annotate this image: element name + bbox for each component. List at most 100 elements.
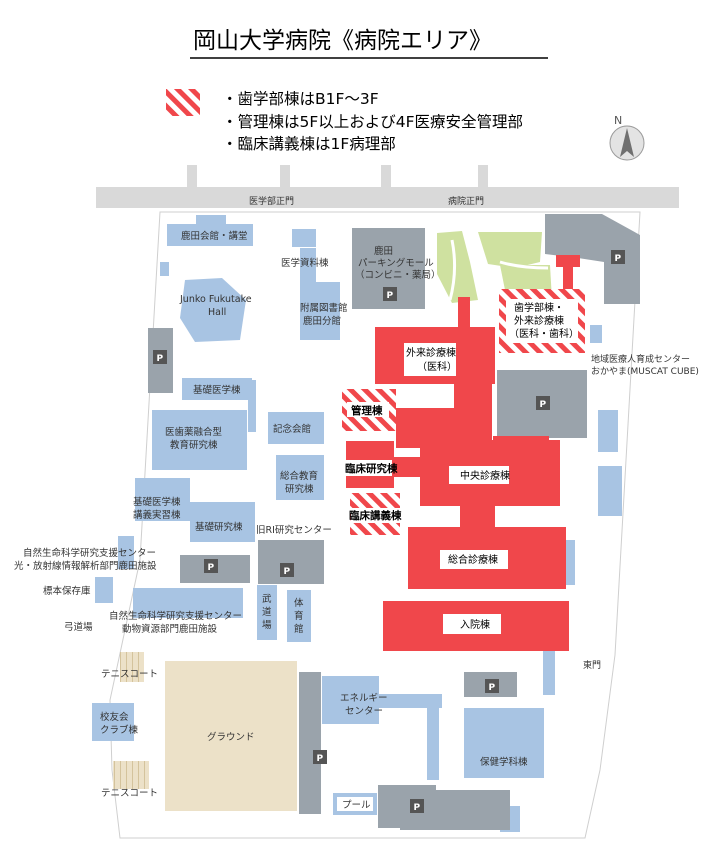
area-tennis-1 [120,652,144,682]
svg-text:P: P [284,567,291,577]
label-fusion-1: 医歯薬融合型 [165,426,223,438]
label-gym-3: 館 [294,623,304,635]
label-general-clinic: 総合診療棟 [448,553,498,566]
bldg-fusion [152,410,247,470]
compass-label: N [614,114,622,127]
bldg-med-archive [292,229,316,247]
bldg-alumni [92,703,134,741]
road-stub-4 [478,165,488,187]
label-inpatient: 入院棟 [460,618,490,631]
label-outpatient-2: （医科） [417,360,457,373]
bldg-basic-lecture [135,478,190,521]
bldg-old-ri [258,540,324,584]
label-tennis-2: テニスコート [101,788,158,799]
label-alumni-1: 校友会 [100,711,129,723]
label-library-1: 附属図書館 [300,302,348,314]
road-stub-3 [381,165,391,187]
area-ground [165,661,297,811]
label-basic-lecture-2: 講義実習棟 [133,509,181,521]
label-muscat-1: 地域医療人育成センター [591,353,690,365]
label-muscat-2: おかやま(MUSCAT CUBE) [591,366,699,377]
svg-text:P: P [208,563,215,573]
label-parking-mall-3: （コンビニ・薬局） [355,269,441,281]
label-basic-lecture-1: 基礎医学棟 [133,496,181,508]
road-stub-2 [280,165,290,187]
label-med-archive: 医学資料棟 [281,257,329,269]
svg-text:P: P [414,803,421,813]
label-ground: グラウンド [207,731,255,743]
compass-icon: N [609,114,645,161]
parking-icon: P [536,396,550,410]
label-budo-3: 場 [262,619,272,631]
label-gym-1: 体 [294,597,304,609]
svg-text:P: P [489,683,496,693]
gate-hospital-main: 病院正門 [448,195,484,207]
campus-boundary [109,211,641,839]
gate-east: 東門 [583,659,601,671]
bldg-health-sci [464,708,544,778]
label-pool: プール [342,800,371,811]
parking-icon: P [280,563,294,577]
bldg-library [300,282,340,340]
label-old-ri: 旧RI研究センター [256,524,332,536]
connector-north [458,297,470,327]
area-tennis-2 [113,761,149,789]
label-fusion-2: 教育研究棟 [170,439,218,451]
label-library-2: 鹿田分館 [303,315,341,327]
label-basic-med: 基礎医学棟 [193,384,241,396]
svg-text:P: P [157,354,164,364]
label-basic-research: 基礎研究棟 [195,521,243,533]
bldg-gym [287,590,311,642]
label-nat-sci-1-1: 自然生命科学研究支援センター [23,547,156,559]
label-junko-2: Hall [208,307,226,318]
label-budo-2: 道 [262,606,272,618]
label-central: 中央診療棟 [460,469,510,482]
label-dental-3: （医科・歯科） [509,327,579,340]
parking-icon: P [485,679,499,693]
label-junko-1: Junko Fukutake [179,294,252,305]
label-nat-sci-2-1: 自然生命科学研究支援センター [109,610,242,622]
label-kinen: 記念会館 [273,423,311,435]
label-alumni-2: クラブ棟 [100,724,139,736]
label-admin: 管理棟 [351,404,383,417]
label-specimen: 標本保存庫 [43,585,91,597]
label-energy-1: エネルギー [340,693,388,704]
parking-icon: P [611,250,625,264]
label-general-edu-2: 研究棟 [285,483,314,495]
parking-icon: P [204,559,218,573]
label-energy-2: センター [345,706,383,717]
road-stub-1 [187,165,197,187]
parking-icon: P [410,799,424,813]
label-general-edu-1: 総合教育 [280,470,318,482]
page-title: 岡山大学病院《病院エリア》 [193,28,492,54]
label-nat-sci-1-2: 光・放射線情報解析部門鹿田施設 [14,560,157,572]
bldg-junko-hall [180,278,246,342]
svg-text:P: P [540,400,547,410]
bldg-budo [257,585,277,640]
legend-swatch [166,89,200,116]
bldg-parking-south [299,672,321,814]
svg-text:P: P [387,291,394,301]
label-tennis-1: テニスコート [101,669,158,680]
bldg-shikata-hall [167,224,253,246]
parking-icon: P [153,350,167,364]
parking-markers: P P P P P P P P P [153,250,625,813]
legend-item-lecture: ・臨床講義棟は1F病理部 [222,135,396,153]
legend-item-dental: ・歯学部棟はB1F〜3F [222,90,379,108]
label-parking-mall-2: パーキングモール [358,257,434,269]
gate-med-main: 医学部正門 [249,195,294,207]
label-lecture: 臨床講義棟 [349,509,402,522]
road-top [96,187,679,208]
label-dental-2: 外来診療棟 [514,314,564,327]
svg-text:P: P [615,254,622,264]
label-nat-sci-2-2: 動物資源部門鹿田施設 [122,623,218,635]
legend-item-admin: ・管理棟は5F以上および4F医療安全管理部 [222,113,523,131]
parking-icon: P [383,287,397,301]
bldg-basic-med [182,378,252,400]
label-parking-mall-1: 鹿田 [374,245,393,257]
label-shikata-hall: 鹿田会館・講堂 [181,230,248,242]
label-archery: 弓道場 [64,621,93,633]
dental-top [556,255,580,267]
